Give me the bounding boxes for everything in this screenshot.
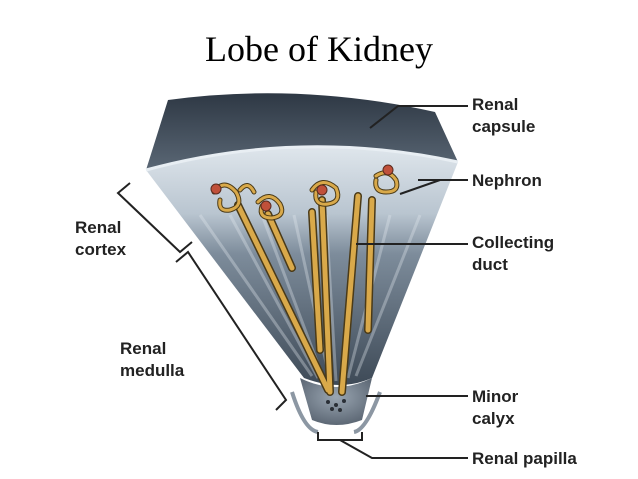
label-renal-cortex: Renal cortex [75, 218, 127, 259]
label-renal-papilla: Renal papilla [472, 449, 577, 468]
label-renal-medulla: Renal medulla [120, 339, 185, 380]
page-title: Lobe of Kidney [205, 29, 433, 69]
label-renal-capsule: Renal capsule [472, 95, 536, 136]
glomeruli [210, 164, 394, 212]
lobe-body [146, 146, 458, 385]
label-minor-calyx: Minor calyx [472, 387, 519, 428]
label-collecting-duct: Collecting duct [472, 233, 555, 274]
renal-papilla [300, 378, 372, 425]
minor-calyx [290, 391, 382, 434]
leader-lines [116, 105, 468, 459]
nephron-tubules [211, 170, 400, 221]
label-nephron: Nephron [472, 171, 542, 190]
collecting-ducts [234, 192, 376, 396]
papilla-pores [326, 399, 346, 412]
renal-capsule [146, 93, 458, 170]
